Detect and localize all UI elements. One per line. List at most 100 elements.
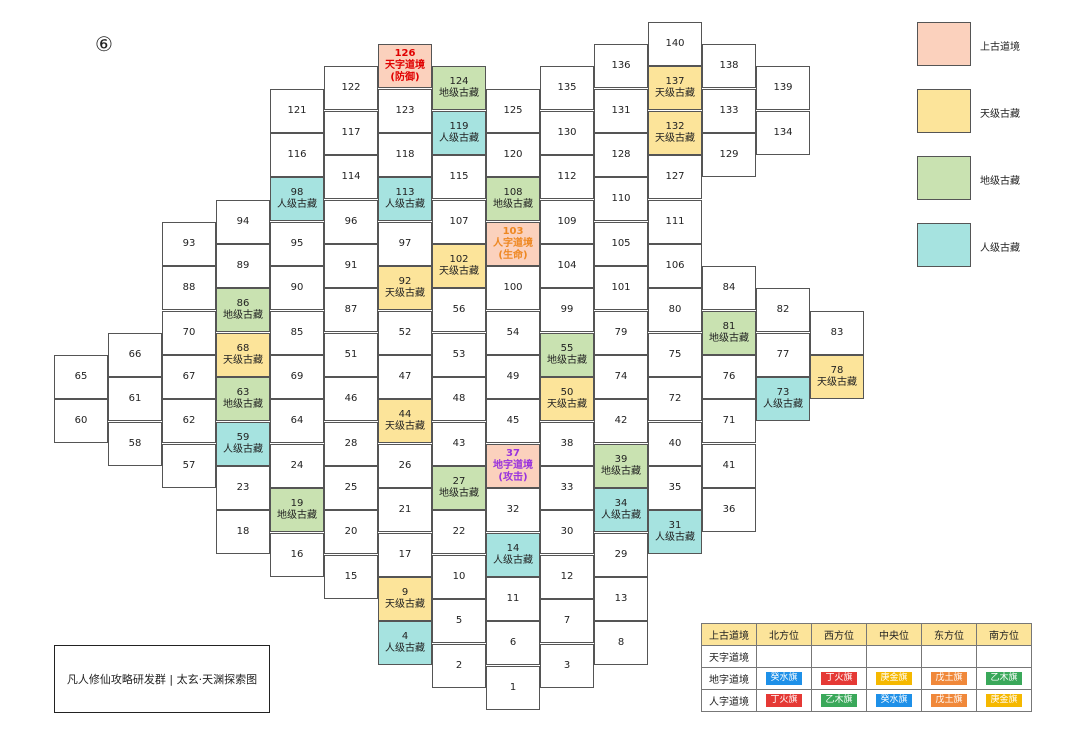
map-tile-94[interactable]: 94 bbox=[216, 199, 270, 244]
map-tile-88[interactable]: 88 bbox=[162, 266, 216, 311]
map-tile-79[interactable]: 79 bbox=[594, 310, 648, 355]
map-tile-46[interactable]: 46 bbox=[324, 377, 378, 422]
map-tile-95[interactable]: 95 bbox=[270, 221, 324, 266]
map-tile-66[interactable]: 66 bbox=[108, 332, 162, 377]
map-tile-85[interactable]: 85 bbox=[270, 310, 324, 355]
map-tile-133[interactable]: 133 bbox=[702, 88, 756, 133]
map-tile-135[interactable]: 135 bbox=[540, 66, 594, 111]
map-tile-41[interactable]: 41 bbox=[702, 443, 756, 488]
map-tile-42[interactable]: 42 bbox=[594, 399, 648, 444]
map-tile-11[interactable]: 11 bbox=[486, 577, 540, 621]
map-tile-99[interactable]: 99 bbox=[540, 288, 594, 333]
map-tile-17[interactable]: 17 bbox=[378, 532, 432, 577]
map-tile-129[interactable]: 129 bbox=[702, 133, 756, 177]
map-tile-57[interactable]: 57 bbox=[162, 443, 216, 488]
map-tile-20[interactable]: 20 bbox=[324, 510, 378, 555]
map-tile-72[interactable]: 72 bbox=[648, 377, 702, 422]
map-tile-21[interactable]: 21 bbox=[378, 488, 432, 533]
map-tile-77[interactable]: 77 bbox=[756, 332, 810, 377]
map-tile-33[interactable]: 33 bbox=[540, 466, 594, 510]
map-tile-13[interactable]: 13 bbox=[594, 577, 648, 621]
map-tile-28[interactable]: 28 bbox=[324, 421, 378, 466]
map-tile-93[interactable]: 93 bbox=[162, 221, 216, 266]
map-tile-123[interactable]: 123 bbox=[378, 88, 432, 133]
map-tile-12[interactable]: 12 bbox=[540, 554, 594, 599]
map-tile-64[interactable]: 64 bbox=[270, 399, 324, 444]
map-tile-115[interactable]: 115 bbox=[432, 155, 486, 200]
map-tile-25[interactable]: 25 bbox=[324, 466, 378, 510]
map-tile-106[interactable]: 106 bbox=[648, 244, 702, 288]
map-tile-43[interactable]: 43 bbox=[432, 421, 486, 466]
map-tile-117[interactable]: 117 bbox=[324, 110, 378, 155]
map-tile-70[interactable]: 70 bbox=[162, 310, 216, 355]
map-tile-1[interactable]: 1 bbox=[486, 665, 540, 710]
map-tile-15[interactable]: 15 bbox=[324, 554, 378, 599]
map-tile-120[interactable]: 120 bbox=[486, 133, 540, 177]
map-tile-22[interactable]: 22 bbox=[432, 510, 486, 555]
map-tile-101[interactable]: 101 bbox=[594, 266, 648, 311]
map-tile-67[interactable]: 67 bbox=[162, 355, 216, 399]
map-tile-138[interactable]: 138 bbox=[702, 44, 756, 89]
map-tile-30[interactable]: 30 bbox=[540, 510, 594, 555]
map-tile-8[interactable]: 8 bbox=[594, 621, 648, 666]
map-tile-97[interactable]: 97 bbox=[378, 221, 432, 266]
map-tile-61[interactable]: 61 bbox=[108, 377, 162, 422]
map-tile-56[interactable]: 56 bbox=[432, 288, 486, 333]
map-tile-84[interactable]: 84 bbox=[702, 266, 756, 311]
map-tile-52[interactable]: 52 bbox=[378, 310, 432, 355]
map-tile-91[interactable]: 91 bbox=[324, 244, 378, 288]
map-tile-104[interactable]: 104 bbox=[540, 244, 594, 288]
map-tile-6[interactable]: 6 bbox=[486, 621, 540, 666]
map-tile-53[interactable]: 53 bbox=[432, 332, 486, 377]
map-tile-45[interactable]: 45 bbox=[486, 399, 540, 444]
map-tile-51[interactable]: 51 bbox=[324, 332, 378, 377]
map-tile-38[interactable]: 38 bbox=[540, 421, 594, 466]
map-tile-36[interactable]: 36 bbox=[702, 488, 756, 533]
map-tile-75[interactable]: 75 bbox=[648, 332, 702, 377]
map-tile-2[interactable]: 2 bbox=[432, 643, 486, 688]
map-tile-35[interactable]: 35 bbox=[648, 466, 702, 510]
map-tile-58[interactable]: 58 bbox=[108, 421, 162, 466]
map-tile-136[interactable]: 136 bbox=[594, 44, 648, 89]
map-tile-110[interactable]: 110 bbox=[594, 177, 648, 222]
map-tile-130[interactable]: 130 bbox=[540, 110, 594, 155]
map-tile-5[interactable]: 5 bbox=[432, 599, 486, 644]
map-tile-89[interactable]: 89 bbox=[216, 244, 270, 288]
map-tile-112[interactable]: 112 bbox=[540, 155, 594, 200]
map-tile-62[interactable]: 62 bbox=[162, 399, 216, 444]
map-tile-65[interactable]: 65 bbox=[54, 355, 108, 399]
map-tile-40[interactable]: 40 bbox=[648, 421, 702, 466]
map-tile-127[interactable]: 127 bbox=[648, 155, 702, 200]
map-tile-82[interactable]: 82 bbox=[756, 288, 810, 333]
map-tile-96[interactable]: 96 bbox=[324, 199, 378, 244]
map-tile-121[interactable]: 121 bbox=[270, 88, 324, 133]
map-tile-107[interactable]: 107 bbox=[432, 199, 486, 244]
map-tile-10[interactable]: 10 bbox=[432, 554, 486, 599]
map-tile-76[interactable]: 76 bbox=[702, 355, 756, 399]
map-tile-71[interactable]: 71 bbox=[702, 399, 756, 444]
map-tile-128[interactable]: 128 bbox=[594, 133, 648, 177]
map-tile-116[interactable]: 116 bbox=[270, 133, 324, 177]
map-tile-109[interactable]: 109 bbox=[540, 199, 594, 244]
map-tile-105[interactable]: 105 bbox=[594, 221, 648, 266]
